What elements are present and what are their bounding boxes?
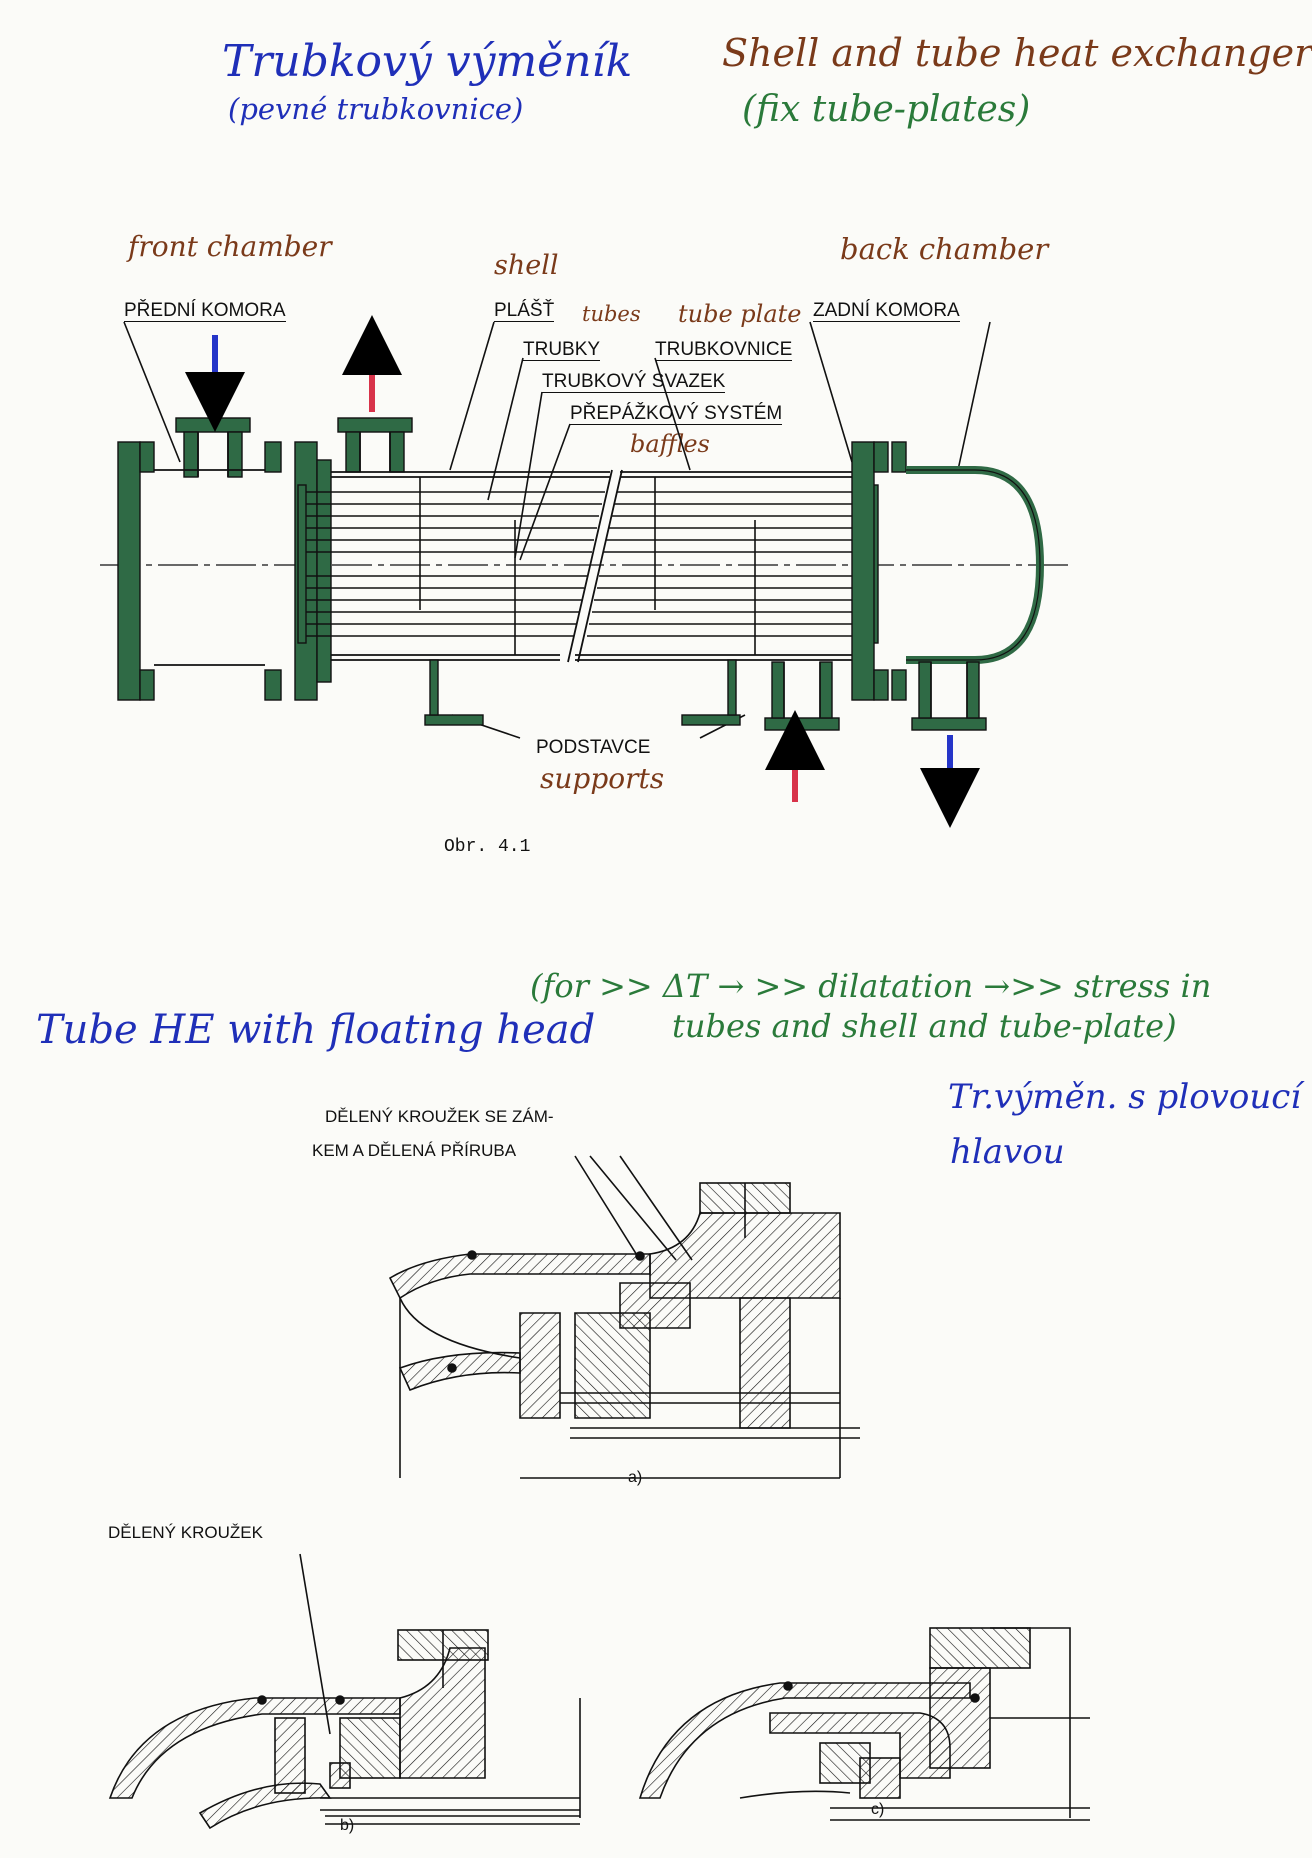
detail-c-caption: c) xyxy=(871,1801,885,1818)
baffles-en: baffles xyxy=(630,430,710,458)
detail-c-drawing xyxy=(638,1627,1090,1821)
detail-a-label-line1: DĚLENÝ KROUŽEK SE ZÁM- xyxy=(325,1107,554,1126)
subtitle-en: (fix tube-plates) xyxy=(742,89,1031,130)
shell-en: shell xyxy=(494,250,559,281)
section2-title-cs-line1: Tr.výměn. s plovoucí xyxy=(948,1077,1302,1117)
tubes-en: tubes xyxy=(582,302,641,326)
section2-title-cs-line2: hlavou xyxy=(950,1132,1065,1172)
detail-a-label-line2: KEM A DĚLENÁ PŘÍRUBA xyxy=(312,1141,517,1160)
front-chamber-label: PŘEDNÍ KOMORA xyxy=(124,300,286,322)
front-chamber-en: front chamber xyxy=(128,230,332,263)
title-cs: Trubkový výměník xyxy=(222,36,633,87)
section2-title-en: Tube HE with floating head xyxy=(36,1007,596,1053)
tube-plate-en: tube plate xyxy=(678,300,802,328)
detail-b-caption: b) xyxy=(340,1817,355,1834)
back-chamber-label: ZADNÍ KOMORA xyxy=(813,300,960,322)
section2-note-line1: (for >> ΔT → >> dilatation →>> stress in xyxy=(530,967,1212,1005)
figure-caption: Obr. 4.1 xyxy=(444,837,531,857)
subtitle-cs: (pevné trubkovnice) xyxy=(228,92,524,126)
detail-b-drawing xyxy=(108,1553,581,1830)
detail-b-label: DĚLENÝ KROUŽEK xyxy=(108,1523,263,1542)
heat-exchanger-drawing xyxy=(100,315,1072,828)
tube-plate-label: TRUBKOVNICE xyxy=(655,339,793,361)
title-en: Shell and tube heat exchanger xyxy=(722,31,1312,75)
supports-label: PODSTAVCE xyxy=(536,737,651,758)
back-chamber-en: back chamber xyxy=(840,232,1049,266)
section2-note-line2: tubes and shell and tube-plate) xyxy=(672,1007,1177,1045)
shell-label: PLÁŠŤ xyxy=(494,300,555,322)
tube-bundle-label: TRUBKOVÝ SVAZEK xyxy=(542,371,726,393)
detail-a-drawing xyxy=(388,1155,860,1479)
floating-head-details xyxy=(108,1155,1090,1830)
tubes-label: TRUBKY xyxy=(523,339,601,361)
supports-en: supports xyxy=(540,762,665,795)
